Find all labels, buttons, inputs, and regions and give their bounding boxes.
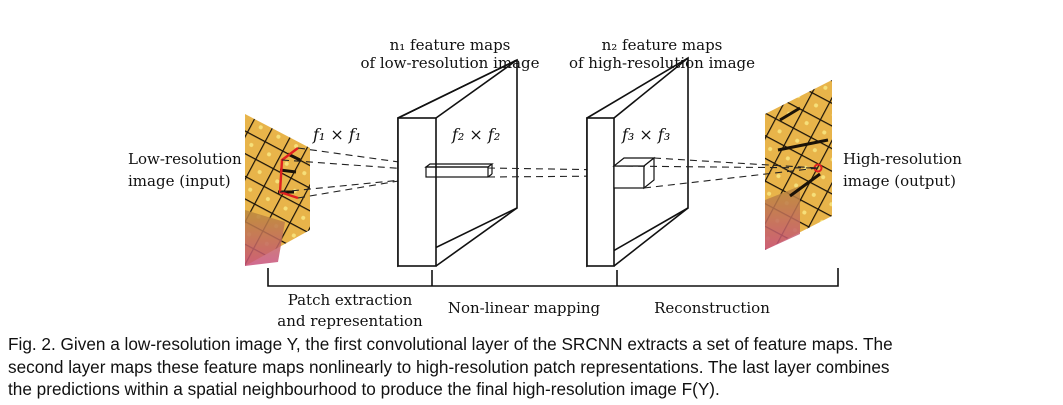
output-image	[765, 80, 832, 250]
srcnn-diagram: Low-resolution image (input) High-resolu…	[128, 36, 962, 330]
maps2-title-line2: of high-resolution image	[569, 54, 755, 72]
stage-1-line1: Patch extraction	[288, 291, 413, 309]
input-label-line1: Low-resolution	[128, 150, 242, 168]
caption-line-3: the predictions within a spatial neighbo…	[8, 379, 720, 399]
input-image	[245, 114, 310, 266]
stage-1-line2: and representation	[277, 312, 423, 330]
stage-brackets	[267, 268, 839, 287]
connections-3	[613, 157, 819, 189]
kernel-label-3: f₃ × f₃	[621, 125, 670, 144]
output-label-line2: image (output)	[843, 172, 956, 190]
input-label-line2: image (input)	[128, 172, 231, 190]
maps2-title-line1: n₂ feature maps	[602, 36, 723, 54]
output-label-line1: High-resolution	[843, 150, 962, 168]
patch-cuboid-1	[424, 163, 494, 178]
kernel-label-1: f₁ × f₁	[312, 125, 361, 144]
stage-3-label: Reconstruction	[654, 299, 770, 317]
maps1-title-line1: n₁ feature maps	[390, 36, 511, 54]
caption-line-2: second layer maps these feature maps non…	[8, 356, 890, 377]
kernel-label-2: f₂ × f₂	[451, 125, 500, 144]
feature-maps-block-1	[397, 58, 518, 268]
figure-caption: Fig. 2. Given a low-resolution image Y, …	[8, 333, 1058, 401]
maps1-title-line2: of low-resolution image	[360, 54, 539, 72]
caption-line-1: Fig. 2. Given a low-resolution image Y, …	[8, 334, 893, 354]
patch-cuboid-2	[612, 156, 656, 190]
connections-2	[487, 167, 613, 178]
stage-2-label: Non-linear mapping	[448, 299, 601, 317]
